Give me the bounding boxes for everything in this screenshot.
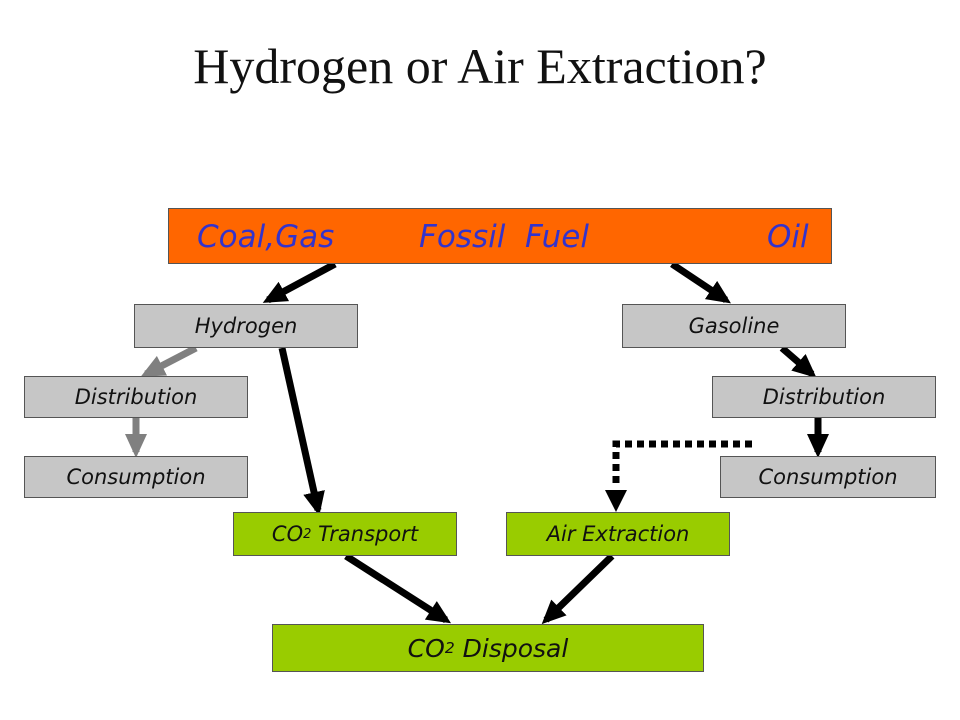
- distribution-right-box: Distribution: [712, 376, 936, 418]
- dotted-arrow-head: [605, 490, 627, 512]
- fossil-fuel-center-label: Fossil Fuel: [419, 219, 589, 255]
- arrow-gasoline-to-distribution: [779, 345, 817, 378]
- fossil-fuel-box: Coal,Gas Fossil Fuel Oil: [168, 208, 832, 264]
- slide-title: Hydrogen or Air Extraction?: [193, 38, 767, 94]
- arrow-hydrogen-to-co2-transport: [278, 347, 325, 516]
- consumption-left-box: Consumption: [24, 456, 248, 498]
- gasoline-box: Gasoline: [622, 304, 846, 348]
- arrow-air-extraction-to-disposal: [541, 553, 615, 625]
- distribution-left-box: Distribution: [24, 376, 248, 418]
- fossil-fuel-left-label: Coal,Gas: [197, 219, 335, 255]
- co2-disposal-subscript: 2: [444, 639, 455, 657]
- consumption-right-box: Consumption: [720, 456, 936, 498]
- air-extraction-box: Air Extraction: [506, 512, 730, 556]
- arrow-co2-transport-to-disposal: [344, 553, 452, 624]
- fossil-fuel-right-label: Oil: [767, 219, 809, 255]
- co2-transport-subscript: 2: [303, 526, 312, 542]
- hydrogen-box: Hydrogen: [134, 304, 358, 348]
- arrow-fossil-to-hydrogen: [262, 260, 337, 304]
- co2-transport-prefix: CO: [271, 522, 304, 546]
- dotted-arrow-to-air-extraction: [612, 440, 752, 488]
- co2-disposal-prefix: CO: [407, 633, 445, 663]
- arrow-hydrogen-to-distribution: [140, 344, 198, 378]
- co2-transport-suffix: Transport: [311, 522, 419, 546]
- co2-disposal-suffix: Disposal: [454, 633, 569, 663]
- arrow-fossil-to-gasoline: [670, 261, 731, 304]
